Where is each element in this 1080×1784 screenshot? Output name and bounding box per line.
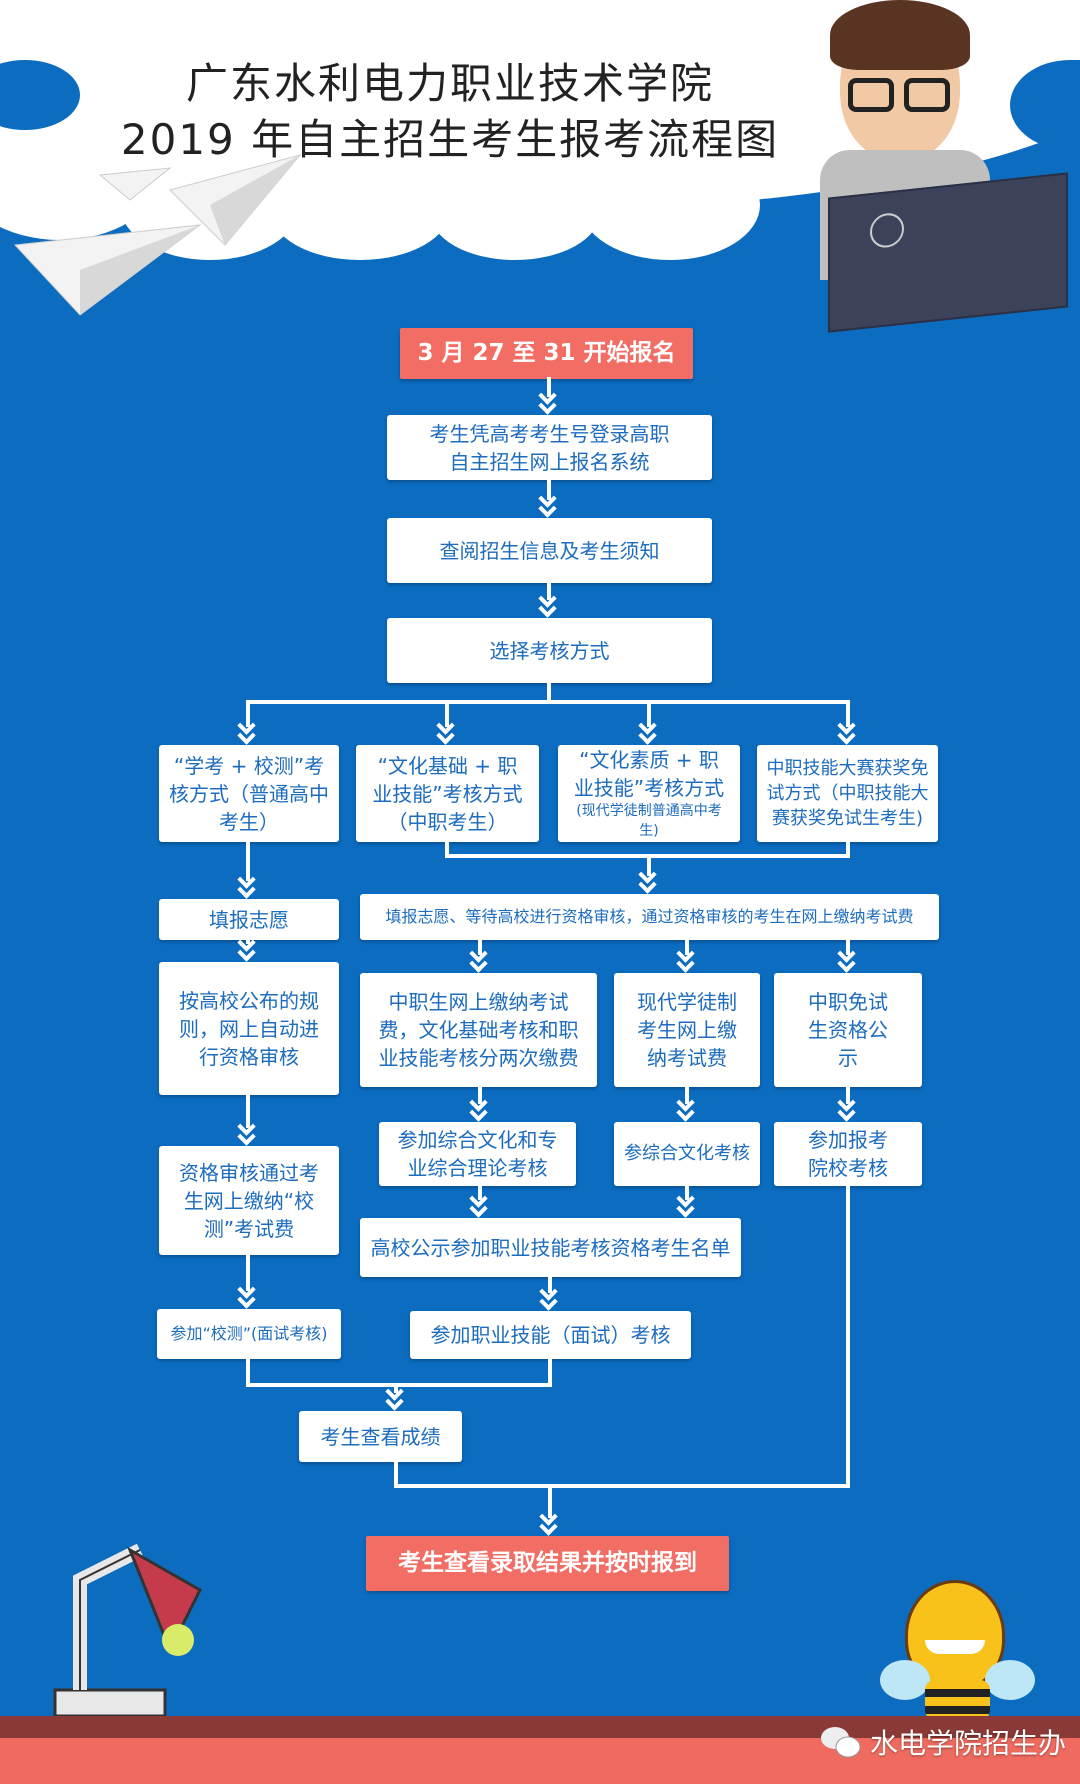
connector-line xyxy=(394,1383,398,1393)
left-pay-xiaoce: 资格审核通过考生网上缴纳“校测”考试费 xyxy=(159,1146,339,1255)
step-login-system: 考生凭高考考生号登录高职自主招生网上报名系统 xyxy=(387,415,712,480)
footer xyxy=(0,1738,1080,1784)
check-score: 考生查看成绩 xyxy=(299,1411,462,1462)
step-read-info: 查阅招生信息及考生须知 xyxy=(387,518,712,583)
connector-line xyxy=(547,581,551,600)
step-choose-method: 选择考核方式 xyxy=(387,618,712,683)
connector-line xyxy=(547,377,551,397)
connector-line xyxy=(548,1357,552,1387)
connector-line xyxy=(246,1093,250,1128)
connector-line xyxy=(846,1184,850,1488)
mode-note: (现代学徒制普通高中考生) xyxy=(576,802,722,839)
mode-xuekao-xiaoce: “学考 + 校测”考核方式（普通高中考生） xyxy=(159,745,339,842)
left-auto-review: 按高校公布的规则，网上自动进行资格审核 xyxy=(159,962,339,1095)
skill-interview: 参加职业技能（面试）考核 xyxy=(410,1311,691,1359)
connector-line xyxy=(394,1460,398,1488)
final-admission: 考生查看录取结果并按时报到 xyxy=(366,1536,729,1591)
paper-plane-icon xyxy=(13,154,302,316)
connector-line xyxy=(548,1275,552,1293)
connector-line xyxy=(846,938,850,955)
page-subtitle: 2019 年自主招生考生报考流程图 xyxy=(120,115,780,164)
connector-line xyxy=(246,700,850,704)
zz-exam: 参加综合文化和专业综合理论考核 xyxy=(379,1122,576,1186)
watermark-text: 水电学院招生办 xyxy=(870,1727,1067,1760)
mianshi-exam: 参加报考院校考核 xyxy=(774,1122,922,1186)
mode-wenhua-jineng-zz: “文化基础 + 职业技能”考核方式（中职考生） xyxy=(356,745,539,842)
book xyxy=(828,172,1068,333)
connector-line xyxy=(445,840,449,858)
connector-line xyxy=(246,1253,250,1291)
mode-title: “文化素质 + 职业技能”考核方式 xyxy=(573,747,725,800)
connector-line xyxy=(246,938,250,944)
connector-line xyxy=(547,478,551,500)
watermark: 水电学院招生办 xyxy=(820,1722,1066,1762)
connector-line xyxy=(246,840,250,881)
connector-line xyxy=(846,700,850,727)
connector-line xyxy=(685,1085,689,1104)
mianshi-public: 中职免试生资格公示 xyxy=(774,973,922,1087)
wechat-icon xyxy=(821,1727,861,1758)
footer-band xyxy=(0,1716,1080,1738)
connector-line xyxy=(246,1357,250,1387)
connector-line xyxy=(685,938,689,955)
xd-exam: 参综合文化考核 xyxy=(614,1122,760,1186)
connector-line xyxy=(647,854,651,876)
connector-line xyxy=(394,1484,850,1488)
connector-line xyxy=(846,840,850,858)
connector-line xyxy=(478,938,482,955)
connector-line xyxy=(647,700,651,727)
connector-line xyxy=(685,1184,689,1200)
connector-line xyxy=(478,1085,482,1104)
step-start-registration: 3 月 27 至 31 开始报名 xyxy=(400,328,693,379)
mode-mianshi: 中职技能大赛获奖免试方式（中职技能大赛获奖免试生考生) xyxy=(757,745,938,842)
connector-line xyxy=(246,1383,552,1387)
left-fill-application: 填报志愿 xyxy=(159,899,339,940)
xd-pay-fee: 现代学徒制考生网上缴纳考试费 xyxy=(614,973,760,1087)
connector-line xyxy=(547,681,551,704)
connector-line xyxy=(445,700,449,727)
page-title: 广东水利电力职业技术学院 xyxy=(185,59,714,108)
connector-line xyxy=(246,700,250,727)
zz-pay-fee: 中职生网上缴纳考试费，文化基础考核和职业技能考核分两次缴费 xyxy=(360,973,597,1087)
left-xiaoce-test: 参加“校测”(面试考核) xyxy=(157,1309,341,1359)
connector-line xyxy=(478,1184,482,1200)
right-fill-application: 填报志愿、等待高校进行资格审核，通过资格审核的考生在网上缴纳考试费 xyxy=(360,894,939,940)
mode-wenhua-suzhi: “文化素质 + 职业技能”考核方式 (现代学徒制普通高中考生) xyxy=(558,745,740,842)
connector-line xyxy=(846,1085,850,1104)
desk-lamp-illustration xyxy=(53,1543,202,1718)
connector-line xyxy=(548,1484,552,1518)
school-logo-icon xyxy=(870,211,904,250)
publish-skill-list: 高校公示参加职业技能考核资格考生名单 xyxy=(360,1218,741,1277)
